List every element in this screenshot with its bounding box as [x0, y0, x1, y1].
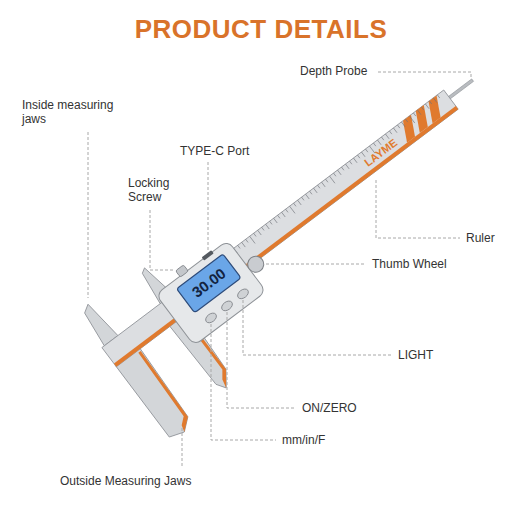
tick [314, 188, 318, 193]
jaw-stripe [130, 351, 196, 432]
tick [401, 122, 405, 127]
tick [274, 218, 278, 223]
part-label: mm/in/F [282, 433, 325, 447]
leader-line [243, 300, 392, 355]
leader-lines [88, 72, 471, 468]
tick [262, 227, 264, 230]
tick [373, 143, 375, 146]
part-label: Locking Screw [128, 176, 190, 205]
thumb-wheel [245, 253, 267, 275]
tick [365, 149, 367, 152]
tick [310, 191, 312, 194]
part-label: Inside measuring jaws [22, 98, 134, 127]
leader-line [150, 210, 174, 270]
tick [254, 233, 256, 236]
tick [294, 203, 296, 206]
tick [409, 116, 414, 123]
tick [437, 95, 439, 98]
tick [282, 212, 286, 217]
tick [353, 158, 357, 163]
leader-line [88, 132, 89, 298]
leader-line [266, 264, 366, 265]
tick [425, 104, 429, 109]
tick [290, 206, 295, 213]
tick [318, 185, 320, 188]
tick [298, 200, 302, 205]
button [204, 311, 218, 325]
tick [334, 173, 336, 176]
tick [349, 161, 351, 164]
digital-caliper [76, 38, 522, 441]
ruler-ticks [170, 95, 443, 304]
tick [250, 236, 255, 243]
tick [381, 137, 383, 140]
tick [246, 239, 248, 242]
leader-line [378, 72, 471, 78]
tick [389, 131, 391, 134]
tick [397, 125, 399, 128]
part-label: Outside Measuring Jaws [60, 474, 191, 488]
outside-jaw-fixed [115, 347, 196, 441]
inside-jaw-fixed [78, 301, 117, 346]
type-c-port [202, 250, 214, 260]
tick [393, 128, 397, 133]
part-label: Depth Probe [300, 64, 367, 78]
chevron [421, 95, 449, 123]
part-label: ON/ZERO [302, 401, 357, 415]
tick [405, 119, 407, 122]
tick [338, 170, 342, 175]
ruler-beam [102, 90, 458, 367]
tick [345, 164, 349, 169]
tick [302, 197, 304, 200]
leader-line [376, 180, 460, 238]
tick [429, 101, 431, 104]
lcd-display [177, 254, 241, 313]
tick [242, 242, 246, 247]
tick [433, 98, 437, 103]
tick [278, 215, 280, 218]
tick [286, 209, 288, 212]
tick [417, 110, 421, 115]
tick [326, 179, 328, 182]
tick [357, 155, 359, 158]
tick [266, 224, 270, 229]
tick [341, 167, 343, 170]
locking-screw [176, 265, 189, 277]
leader-line [211, 324, 276, 440]
depth-probe [446, 79, 473, 101]
tick [270, 221, 272, 224]
leader-line [182, 428, 183, 468]
leader-line [208, 162, 209, 250]
beam-stripe [114, 106, 458, 367]
tick [421, 107, 423, 110]
tick [413, 113, 415, 116]
tick [322, 182, 326, 187]
part-label: Ruler [466, 231, 495, 245]
page-title: PRODUCT DETAILS [0, 14, 522, 45]
button [220, 299, 234, 313]
tick [330, 176, 335, 183]
part-label: Thumb Wheel [372, 257, 447, 271]
tick [306, 194, 310, 199]
part-label: LIGHT [398, 348, 433, 362]
tick [238, 245, 240, 248]
leader-line [227, 312, 296, 408]
button [236, 287, 250, 301]
tick [258, 230, 262, 235]
part-label: TYPE-C Port [180, 144, 249, 158]
